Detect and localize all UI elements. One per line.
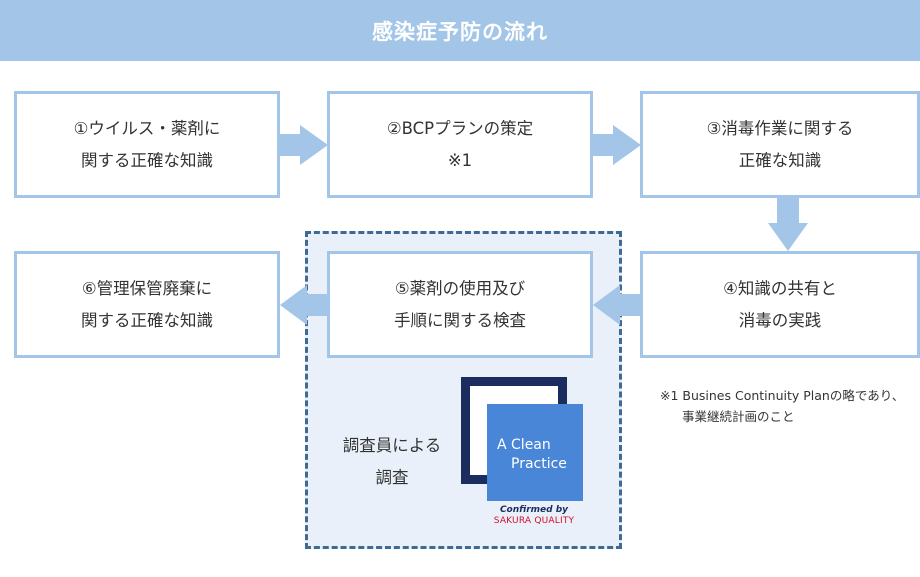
step-2-line-2: ※1 [447,150,473,170]
step-1-line-2: 関する正確な知識 [81,150,213,170]
investigator-line-1: 調査員による [342,436,442,455]
step-6-box: ⑥管理保管廃棄に 関する正確な知識 [14,251,280,358]
logo-confirmed-by: Confirmed by [499,505,569,515]
step-4-line-1: ④知識の共有と [723,278,837,298]
logo-text-2: Practice [511,456,567,472]
step-3-line-2: 正確な知識 [738,150,822,170]
diagram-title: 感染症予防の流れ [372,19,548,44]
header-banner: 感染症予防の流れ [0,0,920,61]
arrow-down-icon [768,198,808,251]
step-5-box: ⑤薬剤の使用及び 手順に関する検査 [327,251,593,358]
arrow-right-icon [280,125,328,165]
investigator-line-2: 調査 [375,468,409,487]
step-2-box: ②BCPプランの策定 ※1 [327,91,593,198]
step-1-box: ①ウイルス・薬剤に 関する正確な知識 [14,91,280,198]
arrow-right-icon [593,125,641,165]
step-3-box: ③消毒作業に関する 正確な知識 [640,91,920,198]
step-4-line-2: 消毒の実践 [738,310,822,330]
footnote-line-1: ※1 Busines Continuity Planの略であり、 [660,388,905,403]
step-4-box: ④知識の共有と 消毒の実践 [640,251,920,358]
arrow-left-icon [593,285,640,325]
logo-text-1: A Clean [497,437,551,453]
investigator-label: 調査員による 調査 [337,430,447,494]
step-6-line-1: ⑥管理保管廃棄に [81,278,213,298]
footnote-line-2: 事業継続計画のこと [682,409,795,424]
step-5-line-1: ⑤薬剤の使用及び [394,278,526,298]
step-1-line-1: ①ウイルス・薬剤に [73,118,221,138]
step-5-line-2: 手順に関する検査 [394,310,526,330]
footnote: ※1 Busines Continuity Planの略であり、 事業継続計画の… [660,385,920,427]
arrow-left-icon [280,285,327,325]
step-3-line-1: ③消毒作業に関する [706,118,854,138]
step-6-line-2: 関する正確な知識 [81,310,213,330]
clean-practice-logo: A Clean Practice [487,404,583,501]
logo-sakura-quality: SAKURA QUALITY [493,516,575,526]
step-2-line-1: ②BCPプランの策定 [386,118,534,138]
